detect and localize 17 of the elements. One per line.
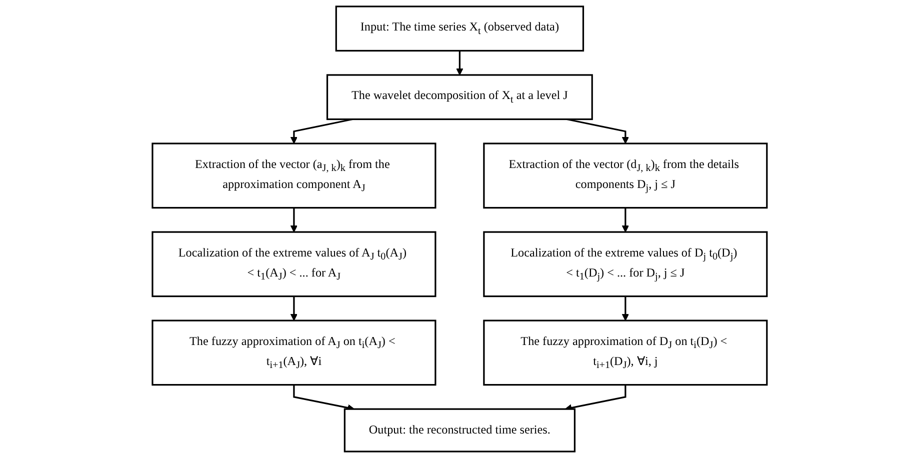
node-box: Extraction of the vector (d$_{J, k}$)$_{k}$ from the details components D$_{j}$, j ≤ J [482,142,768,209]
arrow [622,208,629,232]
node-box: The fuzzy approximation of A$_{J}$ on t$_{i}$(A$_{J}$) < t$_{i+1}$(A$_{J}$), ∀i [151,320,436,386]
node-box: Localization of the extreme values of A$_{J}$ t$_{0}$(A$_{J}$) < t$_{1}$(A$_{J}$) < ... for A$_{J}$ [151,231,436,298]
arrow [290,296,298,321]
arrow [622,296,629,321]
arrow [564,384,626,412]
arrow [456,50,464,76]
node-box: Extraction of the vector (a$_{J, k}$)$_{k}$ from the approximation component A$_{J}$ [151,142,436,209]
arrow [290,118,353,144]
arrow [566,118,629,144]
node-box: The wavelet decomposition of X$_{t}$ at a level J [326,74,593,120]
node-box: The fuzzy approximation of D$_{J}$ on t$_{i}$(D$_{J}$) < t$_{i+1}$(D$_{J}$), ∀i, j [482,320,768,386]
node-box: Input: The time series X$_{t}$ (observed data) [335,6,584,52]
node-box: Output: the reconstructed time series. [344,408,576,452]
node-box: Localization of the extreme values of D$_{j}$ t$_{0}$(D$_{j}$) < t$_{1}$(D$_{j}$) < ... for D$_{j}$, j ≤ J [482,231,768,298]
arrow [290,208,298,232]
